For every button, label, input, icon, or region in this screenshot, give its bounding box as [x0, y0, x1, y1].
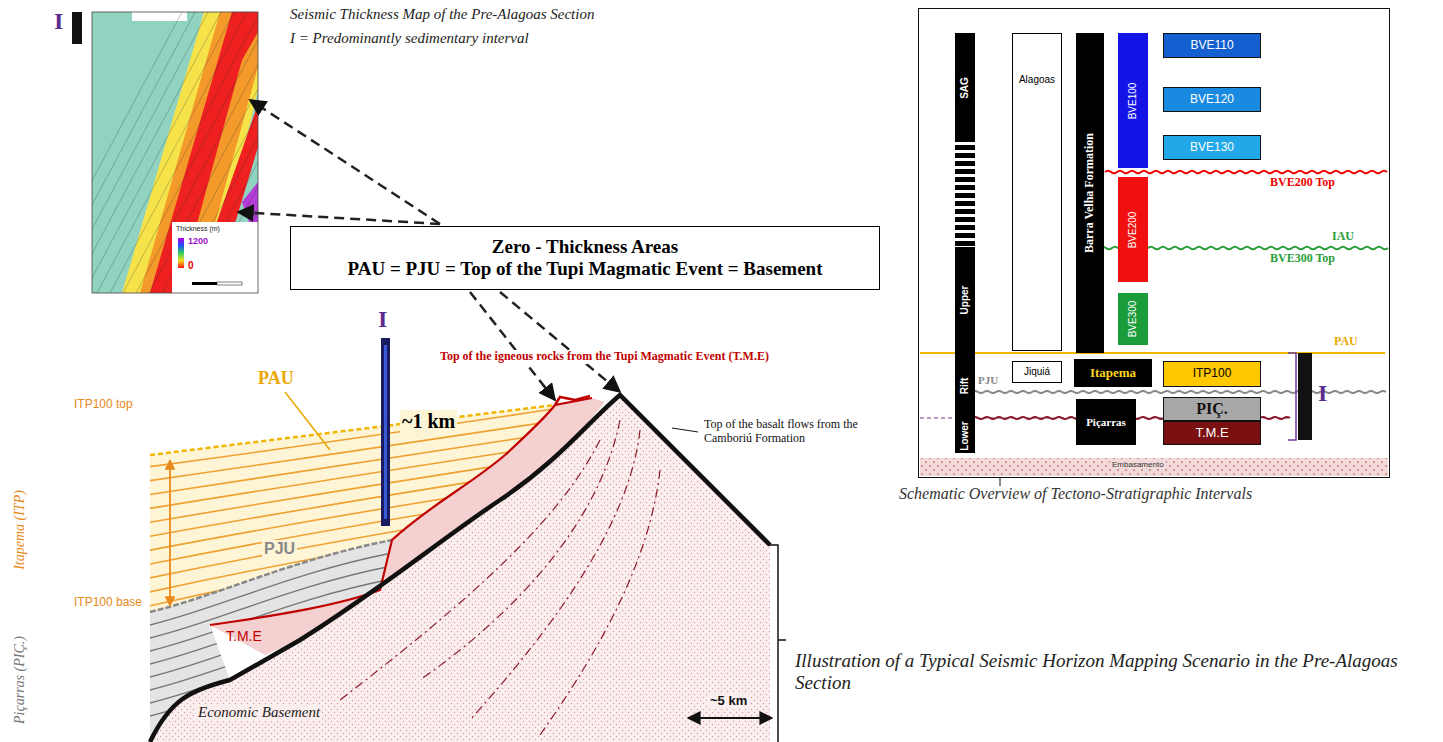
formation-bar: Barra Velha Formation — [1076, 33, 1104, 353]
text-label: I — [54, 8, 63, 36]
sequence-bar: BVE300 — [1118, 293, 1148, 345]
text-label: 0 — [188, 260, 194, 272]
text-label: ITP100 base — [74, 596, 142, 610]
text-label: I = Predominantly sedimentary interval — [290, 30, 529, 47]
text-label: PAU — [258, 368, 294, 389]
text-label: Itapema (ITP) — [12, 490, 28, 570]
text-label: PJU — [978, 374, 998, 387]
box-label: BVE200 — [1127, 211, 1139, 248]
caption-text: Schematic Overview of Tectono-Stratigrap… — [899, 485, 1252, 503]
callout-box: Zero - Thickness AreasPAU = PJU = Top of… — [290, 226, 880, 290]
text-label: ITP100 top — [74, 398, 133, 412]
text-label: I — [1318, 380, 1327, 408]
unit-box: ITP100 — [1163, 361, 1261, 387]
unit-box: BVE110 — [1163, 33, 1261, 58]
text-label: ~5 km — [708, 694, 749, 709]
text-label: 1200 — [188, 236, 208, 246]
unit-box: BVE120 — [1163, 87, 1261, 112]
box-label: BVE130 — [1190, 141, 1234, 155]
box-label: BVE120 — [1190, 93, 1234, 107]
text-label: Top of the basalt flows from the Cambori… — [702, 418, 896, 446]
box-label: SAG — [959, 77, 971, 99]
text-label: BVE200 Top — [1270, 176, 1335, 190]
sequence-bar: BVE200 — [1118, 177, 1148, 282]
box-label: Rift — [959, 378, 971, 395]
formation-box: Piçarras — [1076, 399, 1136, 445]
text-label: Economic Basement — [196, 704, 322, 721]
text-label: IAU — [1332, 230, 1354, 244]
unit-box: BVE130 — [1163, 135, 1261, 160]
box-label: BVE300 — [1127, 301, 1139, 338]
box-label: BVE110 — [1190, 39, 1233, 53]
text-label: Illustration of a Typical Seismic Horizo… — [795, 650, 1405, 694]
text-label: Thickness (m) — [176, 225, 220, 233]
box-label: PIÇ. — [1196, 400, 1228, 418]
box-label: ITP100 — [1193, 367, 1232, 381]
box-label: Zero - Thickness Areas — [492, 236, 678, 258]
box-label: Alagoas — [1019, 74, 1055, 86]
box-label: Lower — [959, 421, 971, 450]
box-label: PAU = PJU = Top of the Tupi Magmatic Eve… — [348, 258, 823, 280]
text-label: Piçarras (PIÇ.) — [12, 636, 28, 724]
text-label: T.M.E — [226, 628, 262, 644]
box-label: Itapema — [1090, 366, 1136, 381]
box-label: Jiquiá — [1024, 366, 1050, 378]
text-label: I — [378, 306, 387, 334]
text-label: PAU — [1334, 335, 1358, 349]
unit-box: PIÇ. — [1163, 397, 1261, 421]
box-label: Barra Velha Formation — [1083, 133, 1097, 253]
formation-box: Itapema — [1074, 359, 1152, 387]
box-label: T.M.E — [1195, 426, 1228, 441]
text-label: BVE300 Top — [1270, 252, 1335, 266]
unit-box: T.M.E — [1163, 421, 1261, 445]
box-label: Upper — [959, 286, 971, 315]
age-box: Jiquiá — [1012, 361, 1062, 383]
box-label: Piçarras — [1086, 416, 1126, 429]
text-label: ~1 km — [400, 410, 457, 433]
sequence-bar: BVE100 — [1118, 33, 1148, 168]
box-label: BVE100 — [1127, 82, 1139, 119]
text-label: PJU — [262, 540, 297, 558]
text-label: Top of the igneous rocks from the Tupi M… — [438, 350, 771, 364]
age-box: Alagoas — [1012, 33, 1062, 351]
stage-bar: SAG UpperRiftLower — [955, 33, 975, 453]
text-label: Seismic Thickness Map of the Pre-Alagoas… — [290, 6, 594, 23]
chart-frame: Schematic Overview of Tectono-Stratigrap… — [918, 8, 1390, 478]
text-label: Embasamento — [1110, 460, 1166, 469]
